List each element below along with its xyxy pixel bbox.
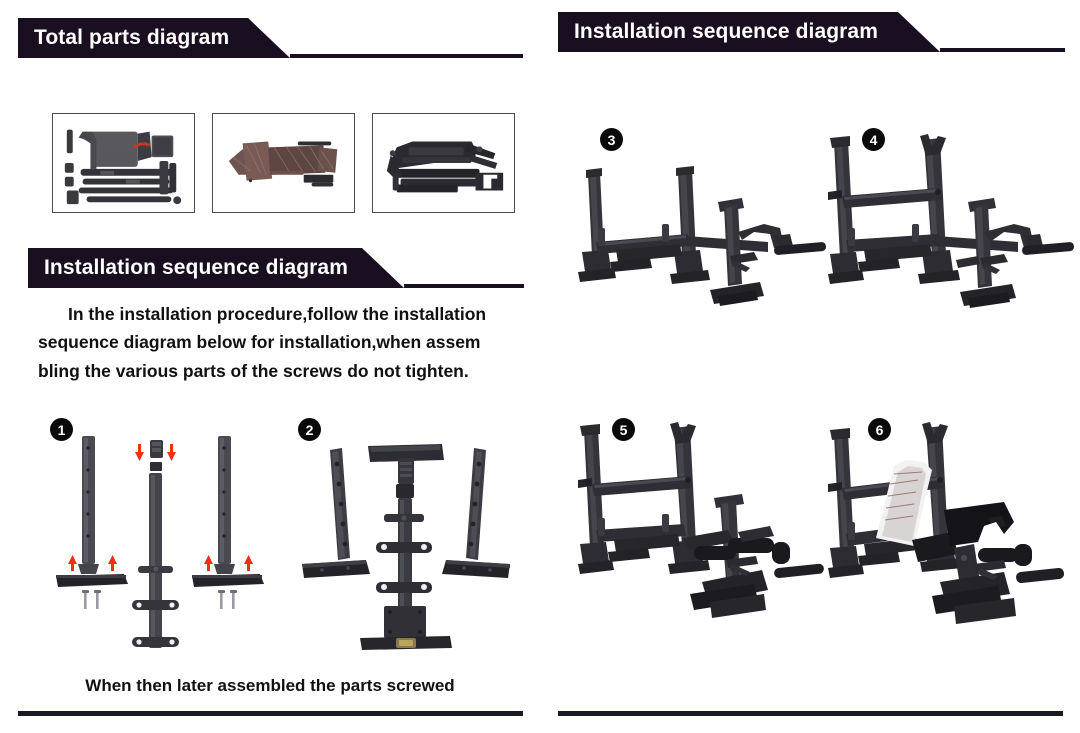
right-column: Installation sequence diagram 3 — [540, 0, 1080, 733]
rack-frame-tall — [828, 134, 1075, 308]
step-badge-6: 6 — [868, 418, 891, 441]
center-column — [132, 440, 179, 648]
step-badge-3: 3 — [600, 128, 623, 151]
heading-total-parts-rule — [290, 54, 523, 58]
center-assembly — [360, 444, 452, 650]
photo-parts-folded-frame — [372, 113, 515, 213]
bottom-caption: When then later assembled the parts scre… — [85, 676, 455, 695]
step-badge-1: 1 — [50, 418, 73, 441]
step-6-diagram — [828, 414, 1078, 629]
bottom-rule-left — [18, 711, 523, 716]
rack-with-leg-pads — [578, 422, 824, 618]
heading-installation-sequence-left: Installation sequence diagram — [28, 248, 404, 288]
heading-installation-sequence-right-label: Installation sequence diagram — [574, 20, 878, 43]
step-3-panel: 3 — [578, 124, 828, 339]
heading-installation-sequence-left-rule — [404, 284, 524, 288]
photo-parts-frame-tubes-image — [53, 114, 194, 212]
step-4-panel: 4 — [828, 124, 1078, 339]
left-upright — [78, 436, 99, 574]
right-direction-arrows — [204, 555, 253, 571]
center-direction-arrows — [135, 444, 176, 461]
heading-installation-sequence-right-rule — [940, 48, 1065, 52]
step-badge-4: 4 — [862, 128, 885, 151]
step-3-diagram — [578, 124, 828, 339]
complete-bench — [828, 422, 1065, 624]
heading-total-parts-label: Total parts diagram — [34, 26, 230, 49]
left-direction-arrows — [68, 555, 117, 571]
left-bolts — [82, 590, 101, 609]
step-2-diagram — [292, 418, 524, 653]
right-bolts — [218, 590, 237, 609]
step-1-panel: 1 — [46, 418, 276, 653]
step-5-diagram — [578, 414, 828, 629]
heading-installation-sequence-right: Installation sequence diagram — [558, 12, 940, 52]
step-1-diagram — [46, 418, 276, 653]
step-4-diagram — [828, 124, 1078, 339]
instruction-paragraph: In the installation procedure,follow the… — [38, 304, 487, 381]
step-6-panel: 6 — [828, 414, 1078, 629]
right-t-assembly — [442, 448, 510, 578]
photo-parts-wrapped-pads — [212, 113, 355, 213]
left-column: Total parts diagram — [18, 0, 524, 716]
rack-frame — [578, 166, 827, 306]
heading-installation-sequence-left-label: Installation sequence diagram — [44, 256, 348, 279]
left-t-assembly — [302, 448, 370, 578]
photo-parts-frame-tubes — [52, 113, 195, 213]
step-2-panel: 2 — [292, 418, 524, 653]
photo-parts-folded-frame-image — [373, 114, 514, 212]
bottom-rule-right — [558, 711, 1063, 716]
photo-parts-wrapped-pads-image — [213, 114, 354, 212]
step-badge-2: 2 — [298, 418, 321, 441]
right-upright — [214, 436, 235, 574]
step-badge-5: 5 — [612, 418, 635, 441]
heading-total-parts-diagram: Total parts diagram — [18, 18, 290, 58]
step-5-panel: 5 — [578, 414, 828, 629]
